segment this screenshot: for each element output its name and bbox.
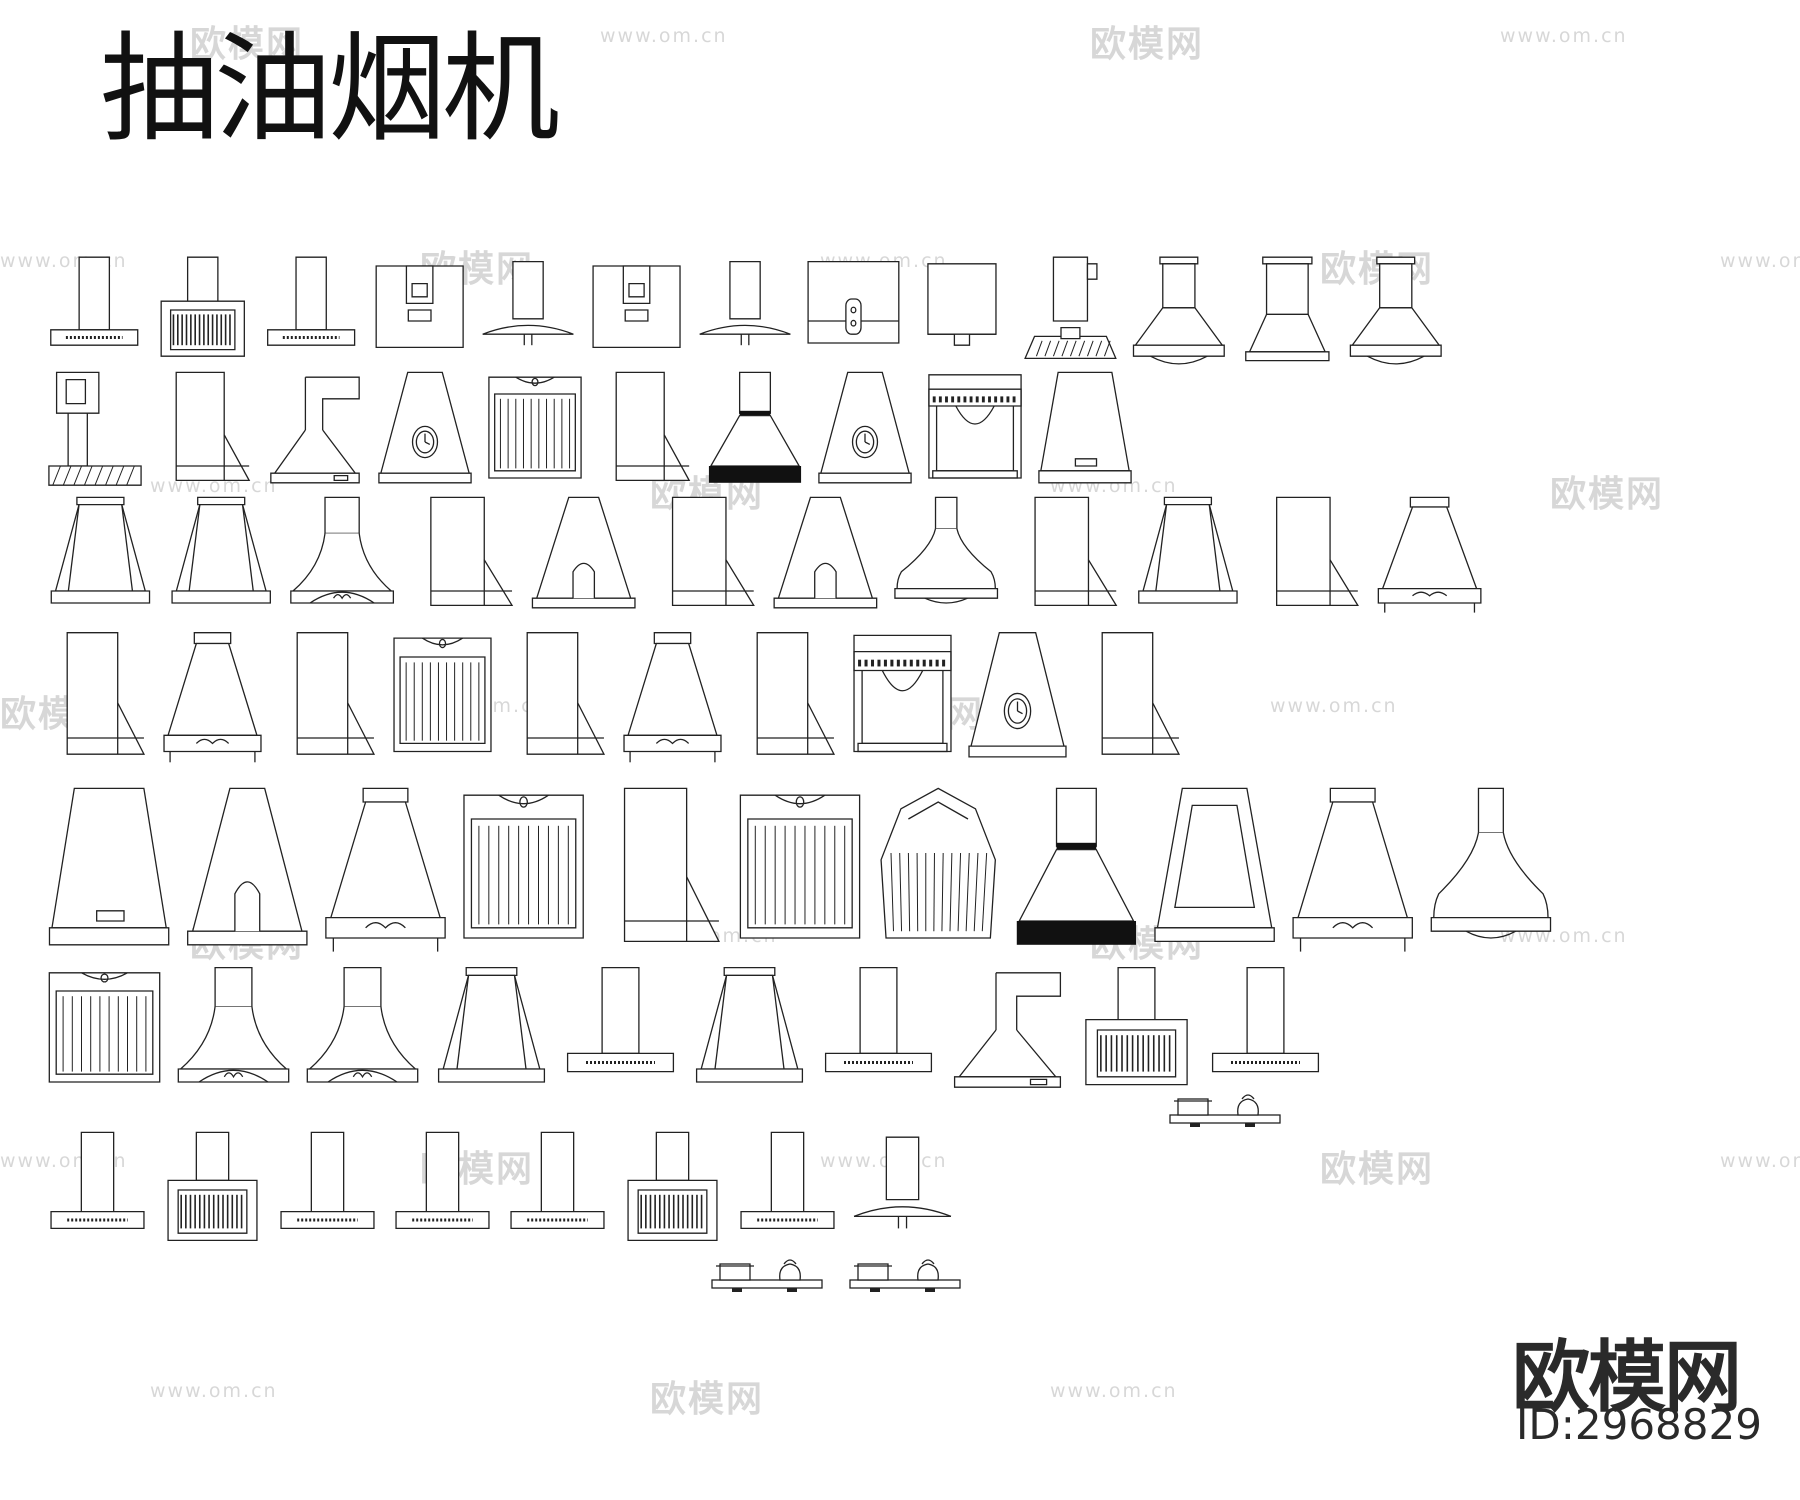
range-hood-box-panel: [593, 266, 680, 347]
range-hood-pyramid-ornate: [1378, 497, 1481, 612]
range-hood-pyramid-clock: [969, 633, 1066, 757]
range-hood-pyramid-plain: [49, 788, 168, 944]
range-hood-flared-cornice: [1350, 257, 1441, 364]
range-hood-flared-cornice: [1133, 257, 1224, 364]
range-hood-pipe-black-base: [1016, 788, 1137, 945]
range-hood-wall-box: [808, 262, 899, 343]
range-hood-bell-scroll: [291, 497, 394, 603]
range-hood-side-profile: [757, 633, 834, 755]
range-hood-flat-t: [396, 1132, 489, 1228]
range-hood-flat-t: [268, 257, 355, 345]
range-hood-curved-glass: [483, 262, 574, 346]
range-hood-side-profile: [1102, 633, 1179, 755]
range-hood-pyramid-ornate: [1293, 788, 1412, 951]
range-hood-flat-t: [51, 257, 138, 345]
range-hood-pyramid-window: [1155, 788, 1274, 941]
range-hood-pyramid-arch: [188, 788, 307, 944]
range-hood-flat-t-louver: [168, 1132, 257, 1240]
model-id: ID:2968829: [1516, 1400, 1762, 1449]
range-hood-side-profile: [673, 497, 754, 605]
cooktop-with-kettle: [849, 1259, 961, 1292]
range-hood-pyramid-ornate: [326, 788, 445, 951]
range-hood-pyramid-clock: [379, 372, 471, 482]
range-hood-flat-t: [51, 1132, 144, 1228]
range-hood-pyramid-plain: [1039, 372, 1131, 482]
range-hood-pyramid-arch: [532, 497, 635, 607]
range-hood-bell-round: [1431, 788, 1550, 938]
range-hood-flat-t: [568, 968, 674, 1072]
page-title: 抽油烟机: [100, 20, 560, 158]
range-hood-flat-t-louver: [161, 257, 244, 356]
range-hood-pyramid-cornice: [172, 497, 270, 603]
range-hood-flat-t: [826, 968, 932, 1072]
range-hood-side-profile: [67, 633, 144, 755]
range-hood-fluted-panel: [394, 638, 491, 751]
range-hood-flat-t: [511, 1132, 604, 1228]
range-hood-bell-scroll: [307, 968, 417, 1082]
cooktop-with-kettle: [711, 1259, 823, 1292]
range-hood-curved-glass: [854, 1137, 951, 1228]
range-hood-side-profile: [527, 633, 604, 755]
range-hood-pyramid-cornice: [1139, 497, 1237, 603]
range-hood-flat-t: [741, 1132, 834, 1228]
range-hood-fluted-panel: [740, 795, 859, 938]
range-hood-flat-t-louver: [628, 1132, 717, 1240]
range-hood-side-profile: [1035, 497, 1116, 605]
range-hood-box-panel: [376, 266, 463, 347]
range-hood-straight-cornice: [1246, 257, 1329, 360]
range-hood-arched-panel: [854, 635, 951, 751]
range-hood-bell-scroll: [178, 968, 288, 1082]
range-hood-flat-t: [1213, 968, 1319, 1072]
range-hood-fluted-hex: [881, 788, 995, 938]
range-hood-pipe-round: [271, 377, 359, 483]
range-hood-bell-round: [895, 497, 998, 603]
brand-logo-text: 欧模网: [1512, 1333, 1742, 1423]
range-hood-pyramid-cornice: [51, 497, 149, 603]
range-hood-curved-glass: [700, 262, 791, 346]
range-hood-pyramid-cornice: [697, 968, 803, 1082]
range-hood-island-pipe: [1025, 257, 1116, 358]
range-hood-flat-t: [281, 1132, 374, 1228]
range-hood-pyramid-clock: [819, 372, 911, 482]
range-hood-small-cyl: [928, 264, 996, 345]
range-hood-flat-t-louver: [1086, 968, 1187, 1085]
range-hood-pipe-round: [955, 973, 1061, 1087]
cooktop-with-kettle: [1169, 1094, 1281, 1127]
range-hood-pyramid-cornice: [439, 968, 545, 1082]
range-hood-pipe-black-base: [708, 372, 802, 483]
range-hood-side-profile: [297, 633, 374, 755]
range-hood-fluted-panel: [489, 377, 581, 478]
range-hood-pyramid-arch: [774, 497, 877, 607]
range-hood-pyramid-ornate: [164, 633, 261, 763]
range-hood-fluted-panel: [464, 795, 583, 938]
range-hood-fluted-panel: [49, 973, 159, 1082]
range-hood-side-profile: [625, 788, 719, 941]
range-hood-side-profile: [176, 372, 249, 480]
range-hood-pyramid-ornate: [624, 633, 721, 763]
range-hood-side-profile: [431, 497, 512, 605]
range-hood-arched-panel: [929, 375, 1021, 478]
range-hood-small-box: [49, 372, 141, 485]
range-hood-side-profile: [616, 372, 689, 480]
range-hood-side-profile: [1277, 497, 1358, 605]
